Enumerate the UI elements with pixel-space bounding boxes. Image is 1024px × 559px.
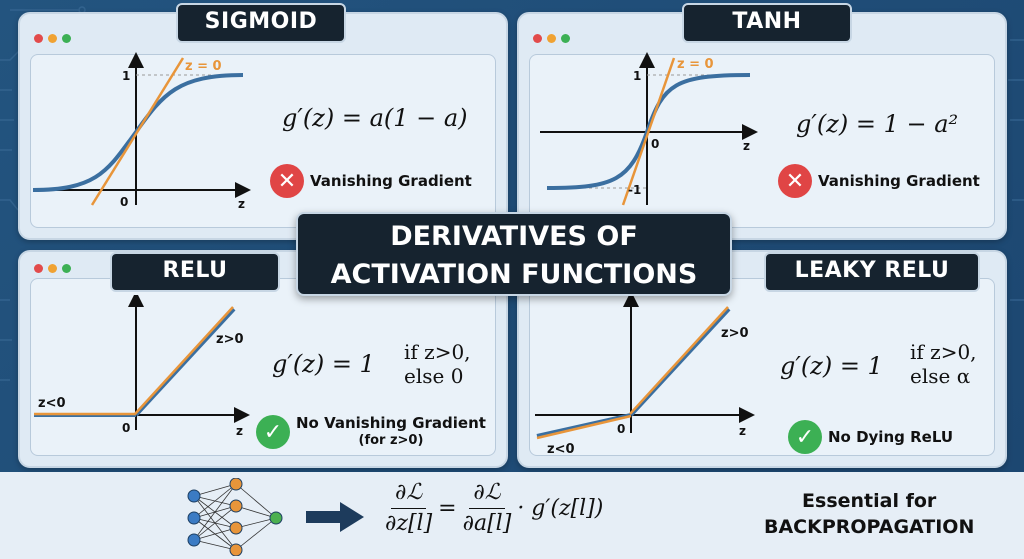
condition-line-1: if z>0, xyxy=(910,340,977,364)
right-arrow-icon xyxy=(306,502,364,532)
window-controls xyxy=(34,264,71,273)
y-tick-neg-one: -1 xyxy=(628,183,641,197)
y-tick-one: 1 xyxy=(122,69,130,83)
status-label: Vanishing Gradient xyxy=(310,172,472,190)
origin-label: 0 xyxy=(617,422,625,436)
relu-plot: z>0 z<0 0 z xyxy=(34,295,250,438)
tanh-status: ✕ Vanishing Gradient xyxy=(778,164,980,198)
sigmoid-formula: g′(z) = a(1 − a) xyxy=(282,104,468,132)
x-axis-label: z xyxy=(236,424,243,438)
sigmoid-status: ✕ Vanishing Gradient xyxy=(270,164,472,198)
formula-lhs: g′(z) = 1 xyxy=(780,352,883,380)
relu-status: ✓ No Vanishing Gradient (for z>0) xyxy=(256,414,486,450)
backprop-formula: ∂ℒ ∂z[l] = ∂ℒ ∂a[l] · g′(z[l]) xyxy=(385,478,603,539)
tanh-plot: z = 0 1 -1 0 z xyxy=(540,52,758,206)
x-axis-label: z xyxy=(739,424,746,438)
equals-sign: = xyxy=(438,496,457,521)
backprop-caption: Essential for BACKPROPAGATION xyxy=(764,488,974,540)
origin-label: 0 xyxy=(651,137,659,151)
leaky-relu-title: LEAKY RELU xyxy=(764,252,980,292)
x-circle-icon: ✕ xyxy=(778,164,812,198)
x-axis-label: z xyxy=(743,139,750,153)
tanh-panel xyxy=(517,12,1007,240)
y-tick-one: 1 xyxy=(633,69,641,83)
condition-line-2: else α xyxy=(910,364,971,388)
leaky-relu-plot: z>0 z<0 0 z xyxy=(535,295,755,455)
tangent-label: z = 0 xyxy=(185,59,222,74)
condition-line-1: if z>0, xyxy=(404,340,471,364)
main-title: DERIVATIVES OF ACTIVATION FUNCTIONS xyxy=(296,212,732,296)
relu-title: RELU xyxy=(110,252,280,292)
status-sub: (for z>0) xyxy=(358,433,424,448)
formula-lhs: g′(z) = xyxy=(282,104,370,132)
formula-rhs: 1 − a² xyxy=(883,110,959,138)
maximize-dot-icon xyxy=(62,264,71,273)
minimize-dot-icon xyxy=(48,34,57,43)
origin-label: 0 xyxy=(120,195,128,209)
leaky-relu-status: ✓ No Dying ReLU xyxy=(788,420,953,454)
rhs-numerator: ∂ℒ xyxy=(469,478,505,509)
main-title-line-2: ACTIVATION FUNCTIONS xyxy=(330,259,698,290)
rhs-tail: · g′(z[l]) xyxy=(517,496,604,521)
rhs-fraction: ∂ℒ ∂a[l] xyxy=(463,478,512,539)
origin-label: 0 xyxy=(122,421,130,435)
formula-rhs: a(1 − a) xyxy=(369,104,468,132)
sigmoid-title: SIGMOID xyxy=(176,3,346,43)
rhs-denominator: ∂a[l] xyxy=(462,511,512,536)
lhs-fraction: ∂ℒ ∂z[l] xyxy=(385,478,432,539)
negative-region-label: z<0 xyxy=(38,396,66,411)
sigmoid-plot: z = 0 1 0 z xyxy=(32,52,251,211)
maximize-dot-icon xyxy=(561,34,570,43)
tanh-title: TANH xyxy=(682,3,852,43)
footer-banner xyxy=(0,472,1024,559)
x-axis-label: z xyxy=(238,197,245,211)
positive-region-label: z>0 xyxy=(721,326,749,341)
leaky-relu-formula: g′(z) = 1 xyxy=(780,352,883,380)
close-dot-icon xyxy=(34,34,43,43)
sigmoid-panel xyxy=(18,12,508,240)
relu-formula: g′(z) = 1 xyxy=(272,350,375,378)
caption-line-2: BACKPROPAGATION xyxy=(764,516,975,538)
relu-condition: if z>0, else 0 xyxy=(404,340,471,388)
x-circle-icon: ✕ xyxy=(270,164,304,198)
status-label: No Vanishing Gradient (for z>0) xyxy=(296,414,486,450)
close-dot-icon xyxy=(533,34,542,43)
caption-line-1: Essential for xyxy=(802,490,937,512)
maximize-dot-icon xyxy=(62,34,71,43)
condition-line-2: else 0 xyxy=(404,364,464,388)
tangent-label: z = 0 xyxy=(677,57,714,72)
tanh-formula: g′(z) = 1 − a² xyxy=(796,110,958,138)
minimize-dot-icon xyxy=(48,264,57,273)
lhs-numerator: ∂ℒ xyxy=(390,478,427,509)
check-circle-icon: ✓ xyxy=(788,420,822,454)
formula-lhs: g′(z) = xyxy=(796,110,884,138)
status-label: Vanishing Gradient xyxy=(818,172,980,190)
close-dot-icon xyxy=(34,264,43,273)
negative-region-label: z<0 xyxy=(547,442,575,455)
window-controls xyxy=(533,34,570,43)
neural-network-icon xyxy=(187,478,283,556)
lhs-denominator: ∂z[l] xyxy=(385,511,433,536)
minimize-dot-icon xyxy=(547,34,556,43)
status-main: No Vanishing Gradient xyxy=(296,414,486,432)
main-title-line-1: DERIVATIVES OF xyxy=(390,221,638,252)
leaky-relu-condition: if z>0, else α xyxy=(910,340,977,388)
check-circle-icon: ✓ xyxy=(256,415,290,449)
status-label: No Dying ReLU xyxy=(828,428,954,446)
window-controls xyxy=(34,34,71,43)
formula-lhs: g′(z) = 1 xyxy=(272,350,375,378)
positive-region-label: z>0 xyxy=(216,332,244,347)
